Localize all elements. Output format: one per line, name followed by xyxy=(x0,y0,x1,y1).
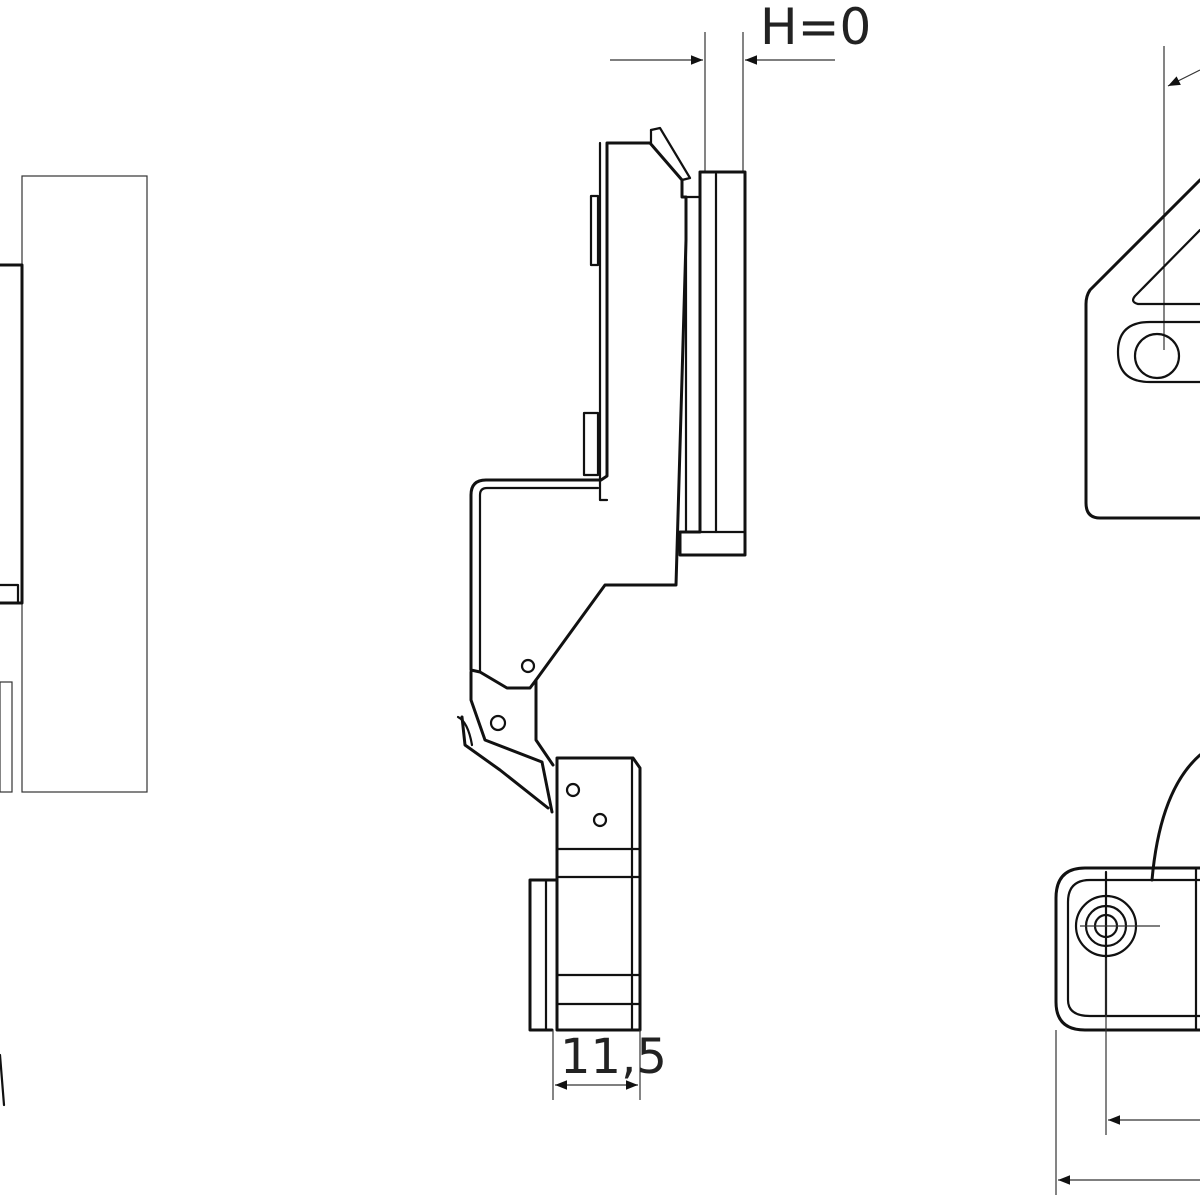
pivot-pin-upper xyxy=(520,658,536,674)
mounting-plate xyxy=(528,756,642,1032)
hinge-side-profile: H=0 xyxy=(456,0,871,1100)
mounting-screw-hole-1 xyxy=(565,782,581,798)
pivot-pin-lower xyxy=(489,714,507,732)
adjustment-slot xyxy=(1116,320,1200,384)
hinge-arm-body xyxy=(469,141,688,690)
door-panel-section xyxy=(678,170,747,557)
adjustment-screw xyxy=(1133,332,1181,380)
hinge-front-view xyxy=(1054,46,1200,1195)
mounting-screw-hole-2 xyxy=(592,812,608,828)
cup-arc xyxy=(1150,753,1200,882)
hinge-arm-side xyxy=(0,263,24,605)
mounting-plate-front xyxy=(1054,866,1200,1032)
cabinet-wall-edge xyxy=(0,681,13,793)
door-outline xyxy=(21,175,148,793)
arm-head-triangle xyxy=(1131,228,1200,306)
hinge-arm-side-detail xyxy=(0,583,20,605)
cropped-edge-mark xyxy=(0,1053,6,1107)
cup-offset-label: 11,5 xyxy=(560,1029,667,1085)
hinge-link-arm xyxy=(460,670,555,814)
right-dimension-arrow xyxy=(1167,69,1200,87)
overlay-dimension: H=0 xyxy=(610,0,871,172)
left-panel-view xyxy=(0,175,148,1107)
cup-offset-dimension: 11,5 xyxy=(552,1029,667,1100)
arm-head-plate xyxy=(1084,178,1200,520)
overlay-dimension-label: H=0 xyxy=(760,0,871,56)
